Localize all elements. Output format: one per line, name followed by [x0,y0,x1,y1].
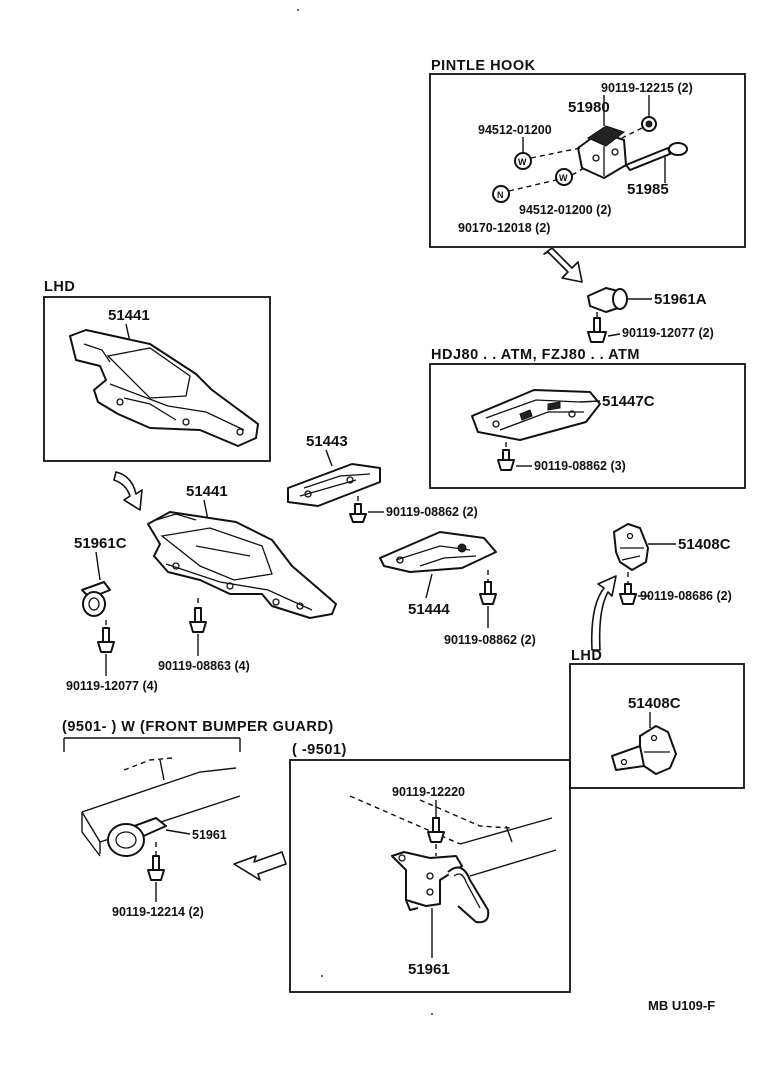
hdj80-heading: HDJ80 . . ATM, FZJ80 . . ATM [431,347,640,363]
speck [321,975,323,977]
pintle-hook-frame [429,73,746,248]
label-90119-08863: 90119-08863 (4) [158,659,250,673]
label-51444: 51444 [408,601,450,618]
hook-51961C: 51961C [74,535,127,617]
label-51441-b: 51441 [186,483,228,500]
label-90119-08862-a: 90119-08862 (3) [534,459,626,473]
hdj80-frame [429,363,746,489]
washer-94512-b: W [555,168,573,186]
svg-text:N: N [497,190,504,200]
label-90119-12077-a: 90119-12077 (2) [622,326,714,340]
arrow-lhd-right-up [590,575,617,651]
hdj80-group: HDJ80 . . ATM, FZJ80 . . ATM 51447C 9011… [429,347,746,489]
label-51961A: 51961A [654,291,707,308]
bolt-90119-08862-b: 90119-08862 (2) [349,496,478,523]
label-51408C-a: 51408C [678,536,731,553]
lhd-top-frame [43,296,271,462]
pintle-hook-part [577,125,627,179]
plate-51443: 51443 [287,433,381,507]
nut-90119-12215 [641,116,657,132]
label-90119-12214: 90119-12214 (2) [112,905,204,919]
skid-plate-51441-b: 51441 [147,483,337,619]
label-51985: 51985 [627,181,669,198]
bolt-90119-12077-b: 90119-12077 (4) [66,620,158,693]
pintle-hook-heading: PINTLE HOOK [431,58,536,74]
bolt-90119-08862-c: 90119-08862 (2) [444,570,536,647]
bolt-90119-12214: 90119-12214 (2) [112,842,204,919]
svg-text:W: W [559,173,568,183]
label-51961C: 51961C [74,535,127,552]
bolt-90119-08862-a: 90119-08862 (3) [497,442,626,473]
label-94512-01200-b: 94512-01200 (2) [519,203,611,217]
skid-plate-51447C [471,389,601,441]
bolt-90119-12077-a: 90119-12077 (2) [587,312,714,343]
label-94512-01200-a: 94512-01200 [478,123,552,137]
frame-rail-left [81,757,241,857]
arrow-lhd-to-plate [113,471,143,511]
diagram-code: MB U109-F [648,998,715,1013]
label-51408C-b: 51408C [628,695,681,712]
label-90170-12018: 90170-12018 (2) [458,221,550,235]
lhd-right-heading: LHD [571,648,602,664]
arrow-pintle-to-bracket [543,247,583,283]
bracket-51408C-a: 51408C [613,523,731,571]
bolt-90119-08686: 90119-08686 (2) [619,572,732,605]
label-90119-08862-b: 90119-08862 (2) [386,505,478,519]
bracket-hook-51961 [391,851,490,924]
label-51961-a: 51961 [192,828,227,842]
label-90119-12077-b: 90119-12077 (4) [66,679,158,693]
nut-90170: N [492,185,510,203]
label-51980: 51980 [568,99,610,116]
front-bumper-heading: (9501- ) W (FRONT BUMPER GUARD) [62,719,334,735]
lhd-right-group: LHD 51408C [569,648,745,789]
label-51443: 51443 [306,433,348,450]
bolt-90119-12220: 90119-12220 [392,785,465,856]
speck [431,1013,433,1015]
speck [297,9,299,11]
lhd-top-group: LHD 51441 [43,279,271,462]
arrow-to-bumper-guard [233,851,287,881]
skid-plate-51441-a [69,329,259,447]
svg-text:W: W [518,157,527,167]
bracket-51408C-b [611,725,677,775]
label-90119-12220: 90119-12220 [392,785,465,799]
label-90119-12215: 90119-12215 (2) [601,81,693,95]
label-51441-a: 51441 [108,307,150,324]
range-9501-group: ( -9501) 90119-12220 51961 [289,742,571,993]
washer-94512-a: W [514,152,532,170]
pintle-hook-group: PINTLE HOOK W W N [429,58,746,248]
label-90119-08862-c: 90119-08862 (2) [444,633,536,647]
label-51447C: 51447C [602,393,655,410]
front-bumper-guard-group: (9501- ) W (FRONT BUMPER GUARD) 51961 90… [62,719,334,919]
lhd-right-frame [569,663,745,789]
range-9501-frame [289,759,571,993]
bolt-90119-08863: 90119-08863 (4) [158,598,250,673]
plate-51444: 51444 [379,531,497,618]
range-9501-heading: ( -9501) [292,742,347,758]
label-90119-08686: 90119-08686 (2) [640,589,732,603]
lhd-top-heading: LHD [44,279,75,295]
bracket-51961A: 51961A [587,287,707,313]
pin-part [625,142,688,171]
label-51961-b: 51961 [408,961,450,978]
hook-51961 [107,817,167,857]
